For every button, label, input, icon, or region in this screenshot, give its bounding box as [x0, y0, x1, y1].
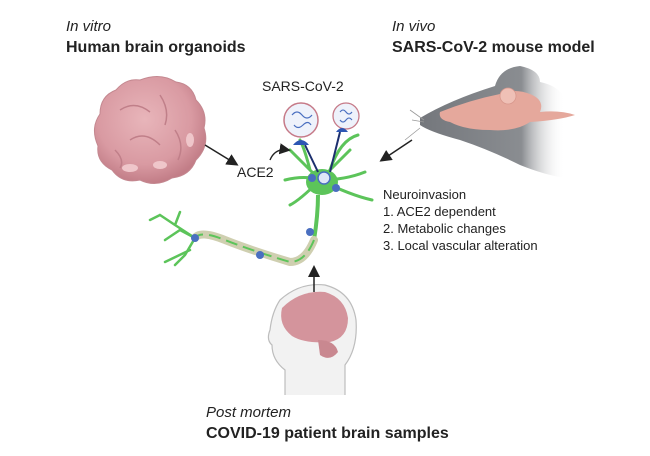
neuroinvasion-item: 1. ACE2 dependent: [383, 204, 496, 219]
arrow-mouse-to-neuron: [379, 139, 413, 162]
mouse-head-icon: [404, 66, 575, 178]
neuroinvasion-heading: Neuroinvasion: [383, 187, 467, 202]
virus-large-icon: [283, 102, 319, 173]
post-mortem-label: Post mortem: [206, 404, 292, 421]
in-vivo-label: In vivo: [392, 18, 436, 35]
in-vitro-title: Human brain organoids: [66, 39, 246, 56]
neuroinvasion-item: 3. Local vascular alteration: [383, 238, 538, 253]
neuroinvasion-item: 2. Metabolic changes: [383, 221, 506, 236]
post-mortem-title: COVID-19 patient brain samples: [206, 425, 449, 442]
ace2-label: ACE2: [237, 164, 274, 180]
brain-organoid-icon: [94, 76, 207, 184]
neuron-icon: [148, 133, 374, 267]
human-head-icon: [267, 283, 357, 395]
arrow-ace2-pointer: [269, 143, 291, 161]
arrow-organoid-to-neuron: [204, 144, 239, 166]
in-vitro-label: In vitro: [66, 18, 112, 35]
virus-small-icon: [329, 102, 360, 173]
virus-label: SARS-CoV-2: [262, 78, 344, 94]
in-vivo-title: SARS-CoV-2 mouse model: [392, 39, 595, 56]
